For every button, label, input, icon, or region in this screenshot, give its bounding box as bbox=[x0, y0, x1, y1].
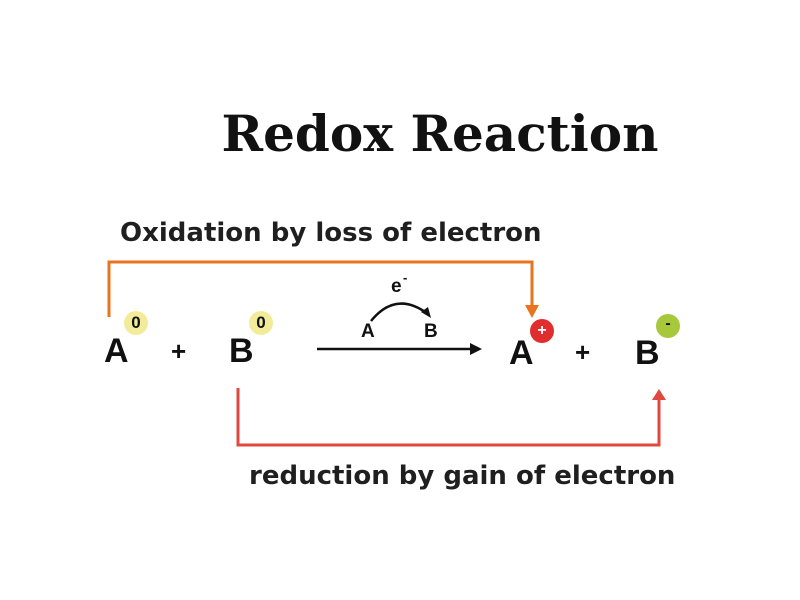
electron-charge: - bbox=[403, 270, 408, 285]
oxidation-arrow bbox=[107, 260, 534, 317]
reduction-arrow bbox=[236, 388, 661, 447]
reactant-a-symbol: A bbox=[104, 332, 129, 370]
transfer-from-label: A bbox=[361, 321, 375, 342]
product-plus-sign: + bbox=[575, 337, 591, 367]
product-a-symbol: A bbox=[509, 334, 534, 372]
oxidation-arrowhead bbox=[525, 305, 539, 318]
charge-badge-product-a: + bbox=[530, 319, 554, 343]
product-b-symbol: B bbox=[635, 334, 660, 372]
reactant-b-symbol: B bbox=[229, 332, 254, 370]
electron-transfer-arrowhead bbox=[421, 307, 431, 318]
charge-badge-reactant-b: 0 bbox=[249, 311, 273, 335]
reaction-arrowhead bbox=[470, 343, 482, 355]
electron-symbol: e bbox=[391, 276, 402, 297]
page-title: Redox Reaction bbox=[221, 104, 659, 163]
reduction-label: reduction by gain of electron bbox=[249, 461, 676, 491]
charge-badge-product-b: - bbox=[656, 314, 680, 338]
transfer-to-label: B bbox=[424, 321, 438, 342]
reactant-plus-sign: + bbox=[171, 336, 187, 366]
oxidation-label: Oxidation by loss of electron bbox=[120, 218, 542, 248]
reduction-arrowhead bbox=[652, 389, 666, 400]
electron-transfer-curve bbox=[370, 302, 429, 322]
charge-badge-reactant-a: 0 bbox=[124, 311, 148, 335]
